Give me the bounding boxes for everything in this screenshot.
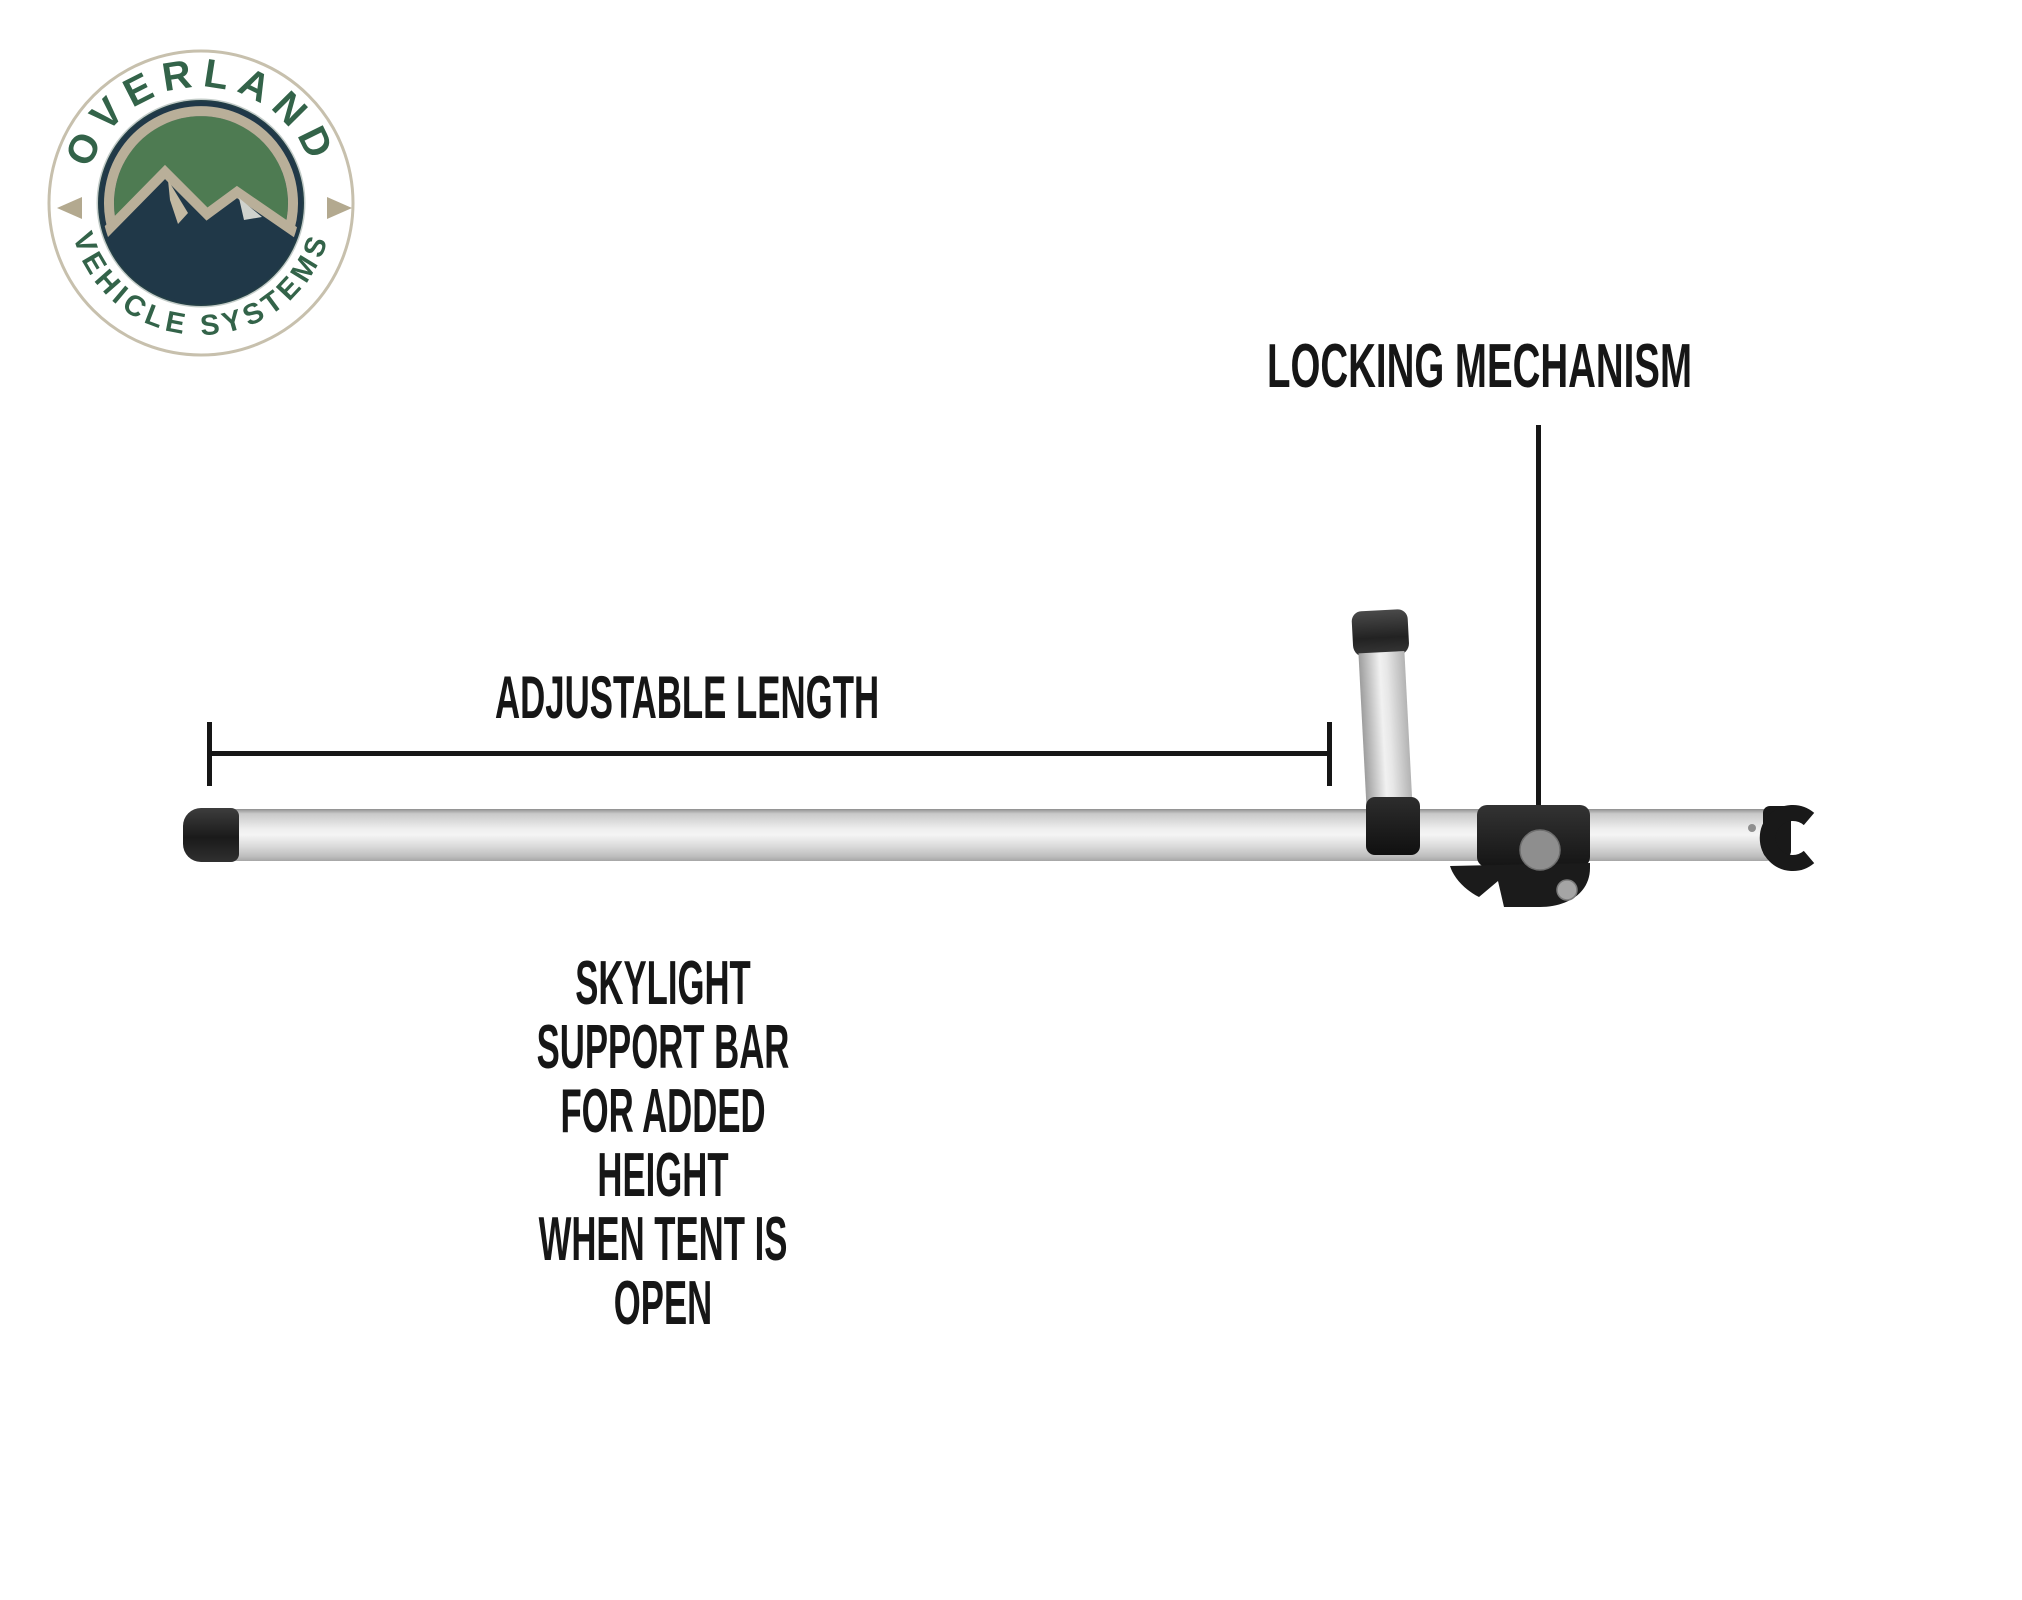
overland-vehicle-systems-logo: OVERLAND VEHICLE SYSTEMS (47, 49, 355, 357)
locking-knob (1519, 829, 1561, 871)
locking-lever (1450, 863, 1590, 907)
adjustable-length-label: ADJUSTABLE LENGTH (495, 664, 880, 731)
logo-left-arrow-icon (57, 197, 82, 219)
dimension-tick-left (207, 722, 212, 786)
dimension-tick-right (1327, 722, 1332, 786)
lever-pivot-rivet (1556, 879, 1578, 901)
logo-mountain-gray-facet (239, 198, 262, 220)
description-line-3: WHEN TENT IS OPEN (538, 1205, 788, 1338)
logo-right-arrow-icon (327, 197, 352, 219)
hardware-details (1450, 805, 1815, 907)
pole-hook-clip (1759, 805, 1815, 871)
description-line-1: SKYLIGHT SUPPORT BAR (536, 949, 790, 1082)
locking-mechanism-pointer-line (1536, 425, 1541, 837)
adjustable-length-dimension-line (210, 751, 1330, 756)
post-clamp-bracket (1366, 797, 1420, 855)
bar-left-end-cap (183, 808, 239, 862)
tube-pin-hole (1748, 824, 1756, 832)
logo-mountain-snow-facet (168, 180, 188, 224)
skylight-description-label: SKYLIGHT SUPPORT BAR FOR ADDED HEIGHT WH… (495, 952, 831, 1336)
logo-emblem-arch (104, 106, 298, 237)
logo-mountain-ridge (102, 164, 300, 239)
locking-mechanism-label: LOCKING MECHANISM (1267, 332, 1692, 401)
description-line-2: FOR ADDED HEIGHT (560, 1077, 766, 1210)
